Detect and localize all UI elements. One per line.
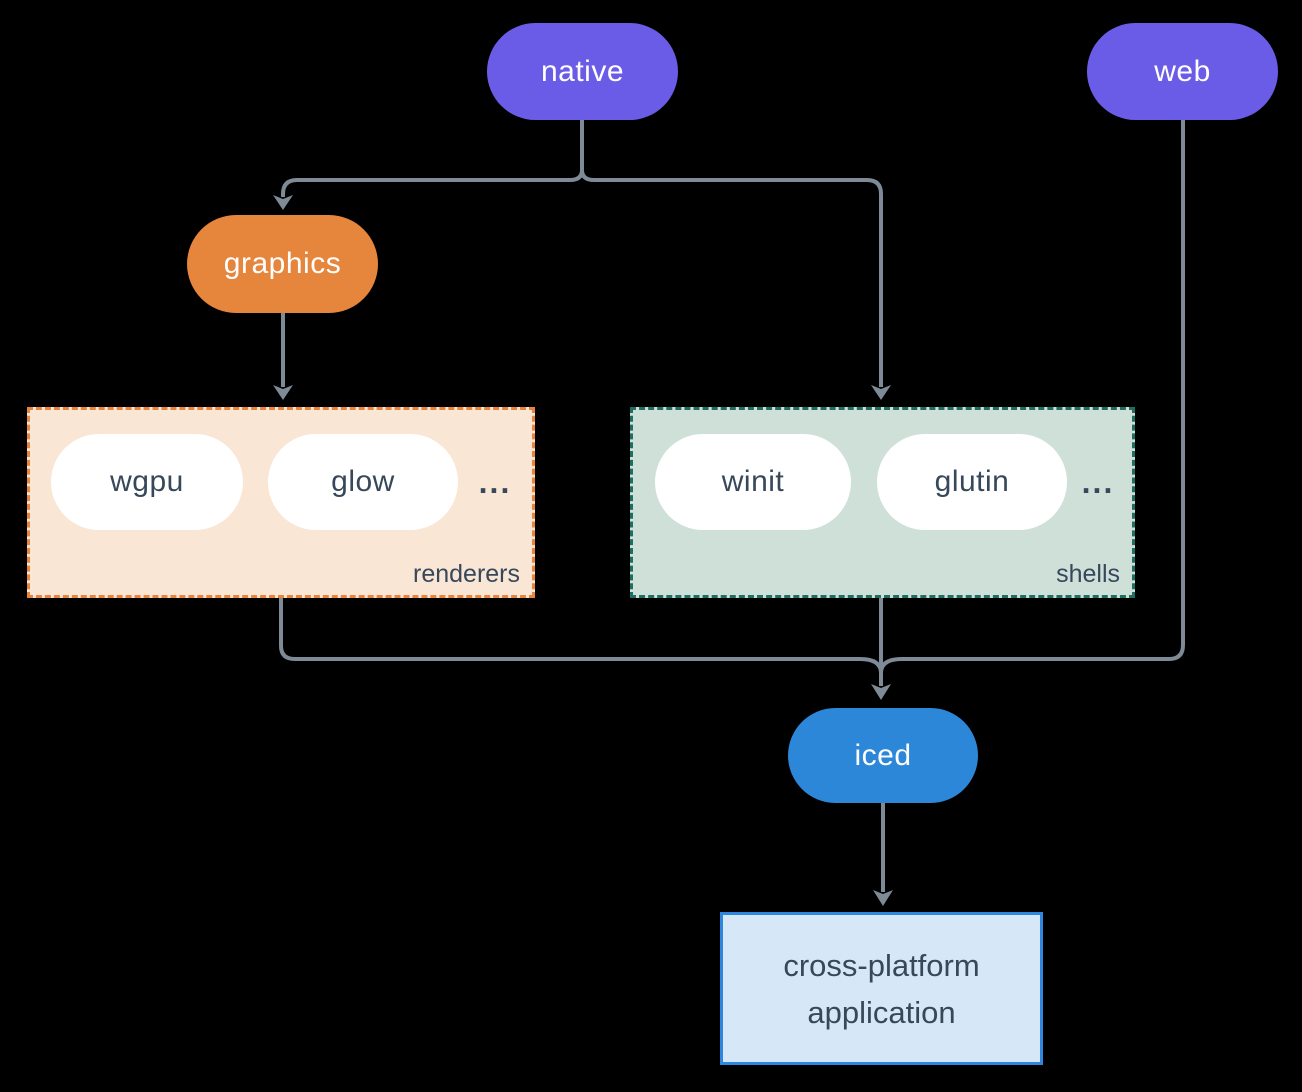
edge-native-shells	[580, 169, 883, 387]
arrowhead-iced-icon	[871, 684, 891, 700]
node-winit: winit	[655, 434, 851, 530]
renderers-group-label: renderers	[413, 560, 520, 588]
application-label-line2: application	[807, 994, 956, 1030]
shells-ellipsis: ...	[1081, 463, 1115, 500]
arrowhead-shells-icon	[871, 385, 891, 400]
arrowhead-application-icon	[873, 890, 893, 906]
node-iced-label: iced	[854, 738, 912, 772]
application-label-line1: cross-platform	[783, 947, 980, 983]
node-wgpu: wgpu	[51, 434, 243, 530]
group-renderers: wgpu glow ... renderers	[27, 407, 535, 598]
node-glow: glow	[268, 434, 458, 530]
node-iced: iced	[788, 708, 978, 803]
node-graphics: graphics	[187, 215, 378, 313]
edge-web-iced	[879, 120, 1185, 674]
edge-renderers-iced	[279, 598, 883, 674]
node-application: cross-platform application	[720, 912, 1043, 1065]
arrowhead-graphics-icon	[273, 195, 293, 210]
renderers-ellipsis: ...	[478, 463, 512, 500]
shells-group-label: shells	[1056, 560, 1120, 588]
node-winit-label: winit	[721, 465, 785, 498]
node-glow-label: glow	[331, 465, 395, 498]
node-native-label: native	[540, 54, 625, 88]
arrowhead-renderers-icon	[273, 385, 293, 400]
node-web: web	[1087, 23, 1278, 120]
node-wgpu-label: wgpu	[110, 465, 184, 498]
node-glutin-label: glutin	[934, 465, 1010, 498]
node-graphics-label: graphics	[223, 247, 342, 280]
edge-native-graphics	[281, 120, 584, 197]
node-glutin: glutin	[877, 434, 1067, 530]
node-web-label: web	[1154, 54, 1211, 88]
group-shells: winit glutin ... shells	[630, 407, 1135, 598]
node-native: native	[487, 23, 678, 120]
